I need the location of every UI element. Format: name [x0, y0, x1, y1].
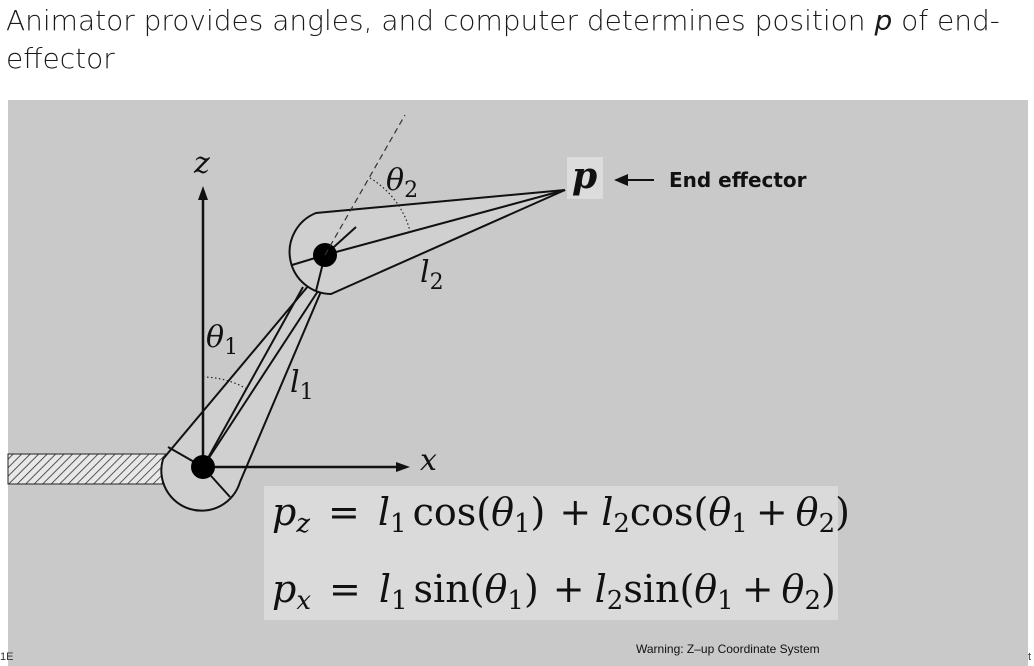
edge-fragment-left: 1E [0, 651, 13, 663]
point-p-label: p [572, 155, 597, 197]
edge-fragment-right: t [1028, 651, 1031, 663]
joint-1 [191, 455, 215, 479]
ground-hatch [7, 453, 169, 485]
axis-x-label: x [420, 443, 437, 478]
l2-label: l2 [420, 255, 444, 295]
title-line1-post: of end- [892, 4, 1000, 37]
theta1-label: θ1 [206, 320, 238, 360]
title-line2: effector [6, 42, 115, 75]
l1-label: l1 [290, 365, 314, 405]
axes [198, 186, 410, 472]
end-effector-arrow [614, 174, 654, 186]
slide-title: Animator provides angles, and computer d… [6, 2, 1016, 78]
equations-box [264, 486, 838, 620]
point-p-highlight [567, 157, 603, 199]
title-line1-pre: Animator provides angles, and computer d… [6, 4, 875, 37]
theta2-label: θ2 [386, 163, 418, 203]
link-1-extension [324, 114, 406, 256]
warning-note: Warning: Z–up Coordinate System [636, 642, 820, 656]
end-effector-label: End effector [669, 168, 807, 192]
title-var-p: p [874, 4, 893, 37]
link-2 [288, 189, 566, 296]
axis-z-label: z [193, 146, 210, 181]
